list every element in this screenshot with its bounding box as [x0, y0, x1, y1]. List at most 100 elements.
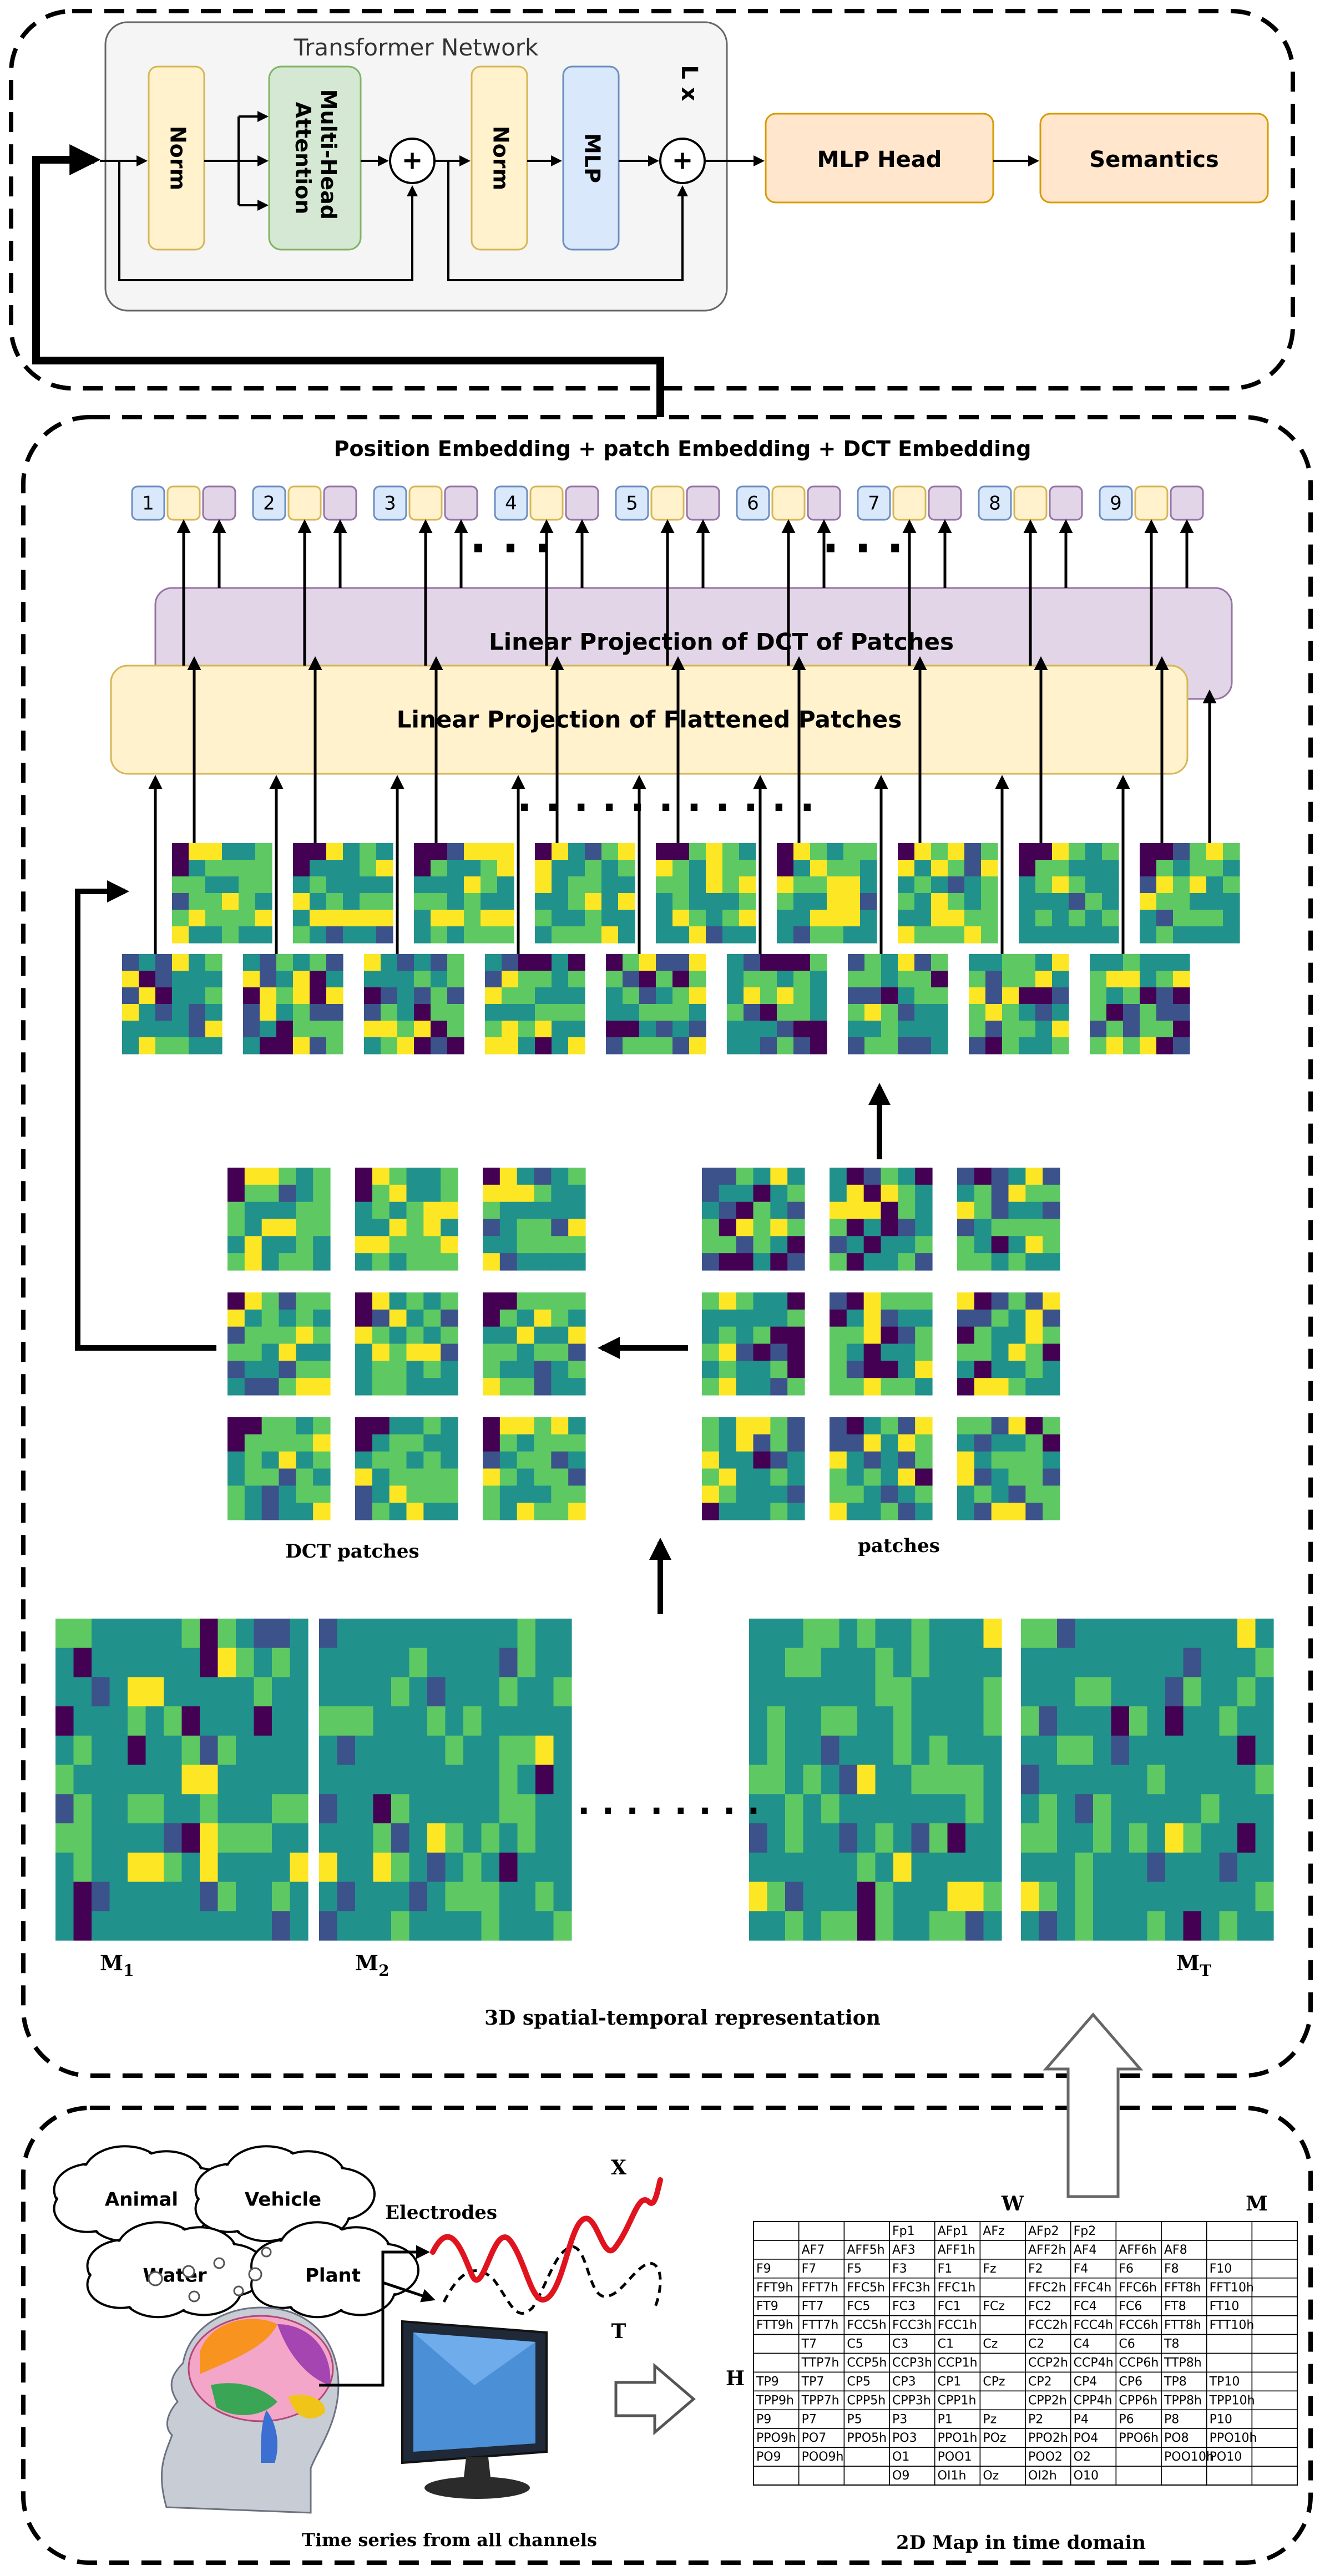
sequence-patch-6	[727, 954, 827, 1054]
position-token-8	[978, 485, 1012, 521]
electrode-PO3: PO3	[892, 2431, 917, 2445]
grid-dct-patch-1	[227, 1168, 331, 1271]
electrode-FCz: FCz	[983, 2300, 1005, 2314]
electrode-O9: O9	[892, 2469, 909, 2483]
patch-token-9	[1134, 485, 1169, 521]
grid-patch-1	[702, 1168, 805, 1271]
electrode-PPO6h: PPO6h	[1119, 2431, 1159, 2445]
sequence-dct-patch-9	[1140, 843, 1240, 944]
electrode-TPP7h: TPP7h	[801, 2394, 840, 2407]
grid-patch-7	[702, 1417, 805, 1520]
electrode-TP10: TP10	[1209, 2375, 1240, 2389]
position-token-label-1: 1	[142, 493, 154, 515]
grid-patch-5	[830, 1292, 933, 1396]
electrode-FTT8h: FTT8h	[1164, 2319, 1201, 2332]
electrode-POz: POz	[983, 2431, 1006, 2445]
electrode-FCC3h: FCC3h	[892, 2319, 932, 2332]
sequence-patch-7	[848, 954, 948, 1054]
grid-dct-patch-5	[355, 1292, 458, 1396]
map-label-m2: M2	[355, 1950, 390, 1980]
electrode-FCC1h: FCC1h	[938, 2319, 977, 2332]
signal-to-grid-hollow-arrow	[614, 2362, 696, 2436]
electrode-CCP1h: CCP1h	[938, 2356, 978, 2370]
grid-dct-patch-3	[483, 1168, 586, 1271]
mha-label: Multi-Head Attention	[291, 89, 341, 227]
electrode-Oz: Oz	[983, 2469, 999, 2483]
electrode-CP3: CP3	[892, 2375, 916, 2389]
electrode-Fz: Fz	[983, 2262, 996, 2276]
token-group-9: 9	[1099, 485, 1204, 521]
cloud-water: Water	[86, 2221, 267, 2319]
electrode-PO4: PO4	[1074, 2431, 1099, 2445]
electrode-AF4: AF4	[1074, 2243, 1097, 2257]
patch-token-2	[287, 485, 322, 521]
electrode-Fp2: Fp2	[1074, 2224, 1096, 2238]
electrode-CP4: CP4	[1074, 2375, 1098, 2389]
position-token-5	[615, 485, 649, 521]
electrode-PPO1h: PPO1h	[938, 2431, 978, 2445]
electrode-C6: C6	[1119, 2337, 1135, 2351]
electrode-FCC4h: FCC4h	[1074, 2319, 1113, 2332]
electrode-F4: F4	[1074, 2262, 1089, 2276]
electrode-C4: C4	[1074, 2337, 1090, 2351]
electrode-P10: P10	[1210, 2412, 1232, 2426]
electrode-POO9h: POO9h	[802, 2450, 844, 2464]
grid-patch-9	[957, 1417, 1060, 1520]
electrode-FC4: FC4	[1074, 2300, 1097, 2314]
position-token-label-3: 3	[384, 493, 396, 515]
grid-dct-patch-2	[355, 1168, 458, 1271]
electrode-POO10h: POO10h	[1164, 2450, 1214, 2464]
electrode-TPP9h: TPP9h	[756, 2394, 794, 2407]
plant-to-signal-arrow	[382, 2281, 436, 2303]
electrode-FC1: FC1	[938, 2300, 961, 2314]
sequence-dct-patch-7	[898, 843, 998, 944]
electrode-PPO10h: PPO10h	[1210, 2431, 1257, 2445]
electrode-P7: P7	[802, 2412, 817, 2426]
sequence-dct-patch-5	[656, 843, 756, 944]
electrode-FFT7h: FFT7h	[802, 2281, 838, 2295]
electrode-CCP3h: CCP3h	[892, 2356, 932, 2370]
electrode-O1: O1	[892, 2450, 909, 2464]
electrode-AFz: AFz	[983, 2224, 1004, 2238]
dct-token-1	[202, 485, 236, 521]
sequence-dct-patch-6	[777, 843, 877, 944]
dct-token-4	[565, 485, 599, 521]
mha-label-line2: Attention	[291, 102, 315, 215]
position-token-9	[1099, 485, 1133, 521]
position-token-label-2: 2	[263, 493, 275, 515]
position-token-1	[131, 485, 165, 521]
grid-dct-patch-4	[227, 1292, 331, 1396]
electrode-Pz: Pz	[983, 2412, 997, 2426]
electrode-FTT10h: FTT10h	[1210, 2319, 1255, 2332]
electrode-P4: P4	[1074, 2412, 1089, 2426]
electrode-Fp1: Fp1	[892, 2224, 915, 2238]
input-section-outline	[21, 2106, 1313, 2565]
dct-projection-label: Linear Projection of DCT of Patches	[489, 628, 954, 656]
norm-2-label: Norm	[489, 126, 513, 190]
token-ellipsis-1: · · ·	[470, 523, 552, 574]
cloud-label-animal: Animal	[105, 2189, 178, 2211]
electrode-AFF2h: AFF2h	[1028, 2243, 1066, 2257]
sequence-patch-2	[243, 954, 343, 1054]
map-m1	[55, 1619, 309, 1941]
dct-token-5	[686, 485, 720, 521]
electrode-TPP8h: TPP8h	[1164, 2394, 1202, 2407]
grid-w-label: W	[1001, 2192, 1024, 2215]
electrode-FC2: FC2	[1028, 2300, 1051, 2314]
sequence-dct-patch-8	[1019, 843, 1119, 944]
semantics-box	[1039, 113, 1269, 204]
grid-h-label: H	[726, 2367, 745, 2390]
electrode-FFT10h: FFT10h	[1210, 2281, 1254, 2295]
add-node-2-label: +	[672, 145, 694, 175]
electrode-P8: P8	[1164, 2412, 1179, 2426]
electrode-C5: C5	[847, 2337, 863, 2351]
add-node-1-label: +	[402, 145, 423, 175]
timeseries-caption: Time series from all channels	[302, 2529, 597, 2550]
electrode-T8: T8	[1164, 2337, 1179, 2351]
electrode-PPO9h: PPO9h	[756, 2431, 796, 2445]
electrode-F1: F1	[938, 2262, 953, 2276]
electrode-FFC6h: FFC6h	[1119, 2281, 1157, 2295]
